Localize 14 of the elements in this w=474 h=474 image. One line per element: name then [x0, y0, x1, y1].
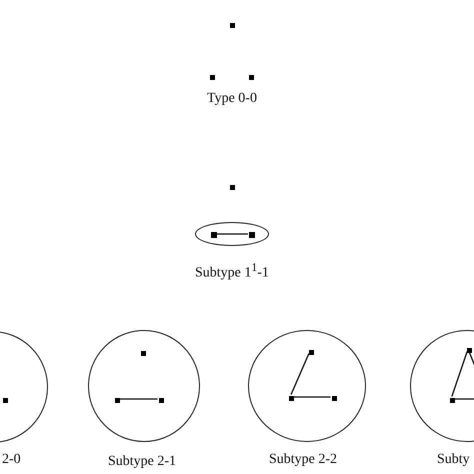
edge-line [292, 396, 330, 398]
caption: Subtype 1$^{1}$-1 [195, 260, 269, 282]
enclosing-circle [88, 330, 200, 442]
caption: Subty [437, 452, 470, 468]
caption: 2-0 [2, 452, 21, 468]
caption: Subtype 2-1 [108, 454, 176, 470]
enclosing-circle [248, 330, 366, 442]
caption: Subtype 2-2 [269, 452, 338, 468]
edge-line [454, 398, 474, 400]
edge-line [118, 398, 158, 400]
enclosing-ellipse [195, 222, 269, 246]
edge-line [451, 351, 468, 397]
edge-line [290, 353, 310, 395]
caption: Type 0-0 [207, 91, 257, 107]
